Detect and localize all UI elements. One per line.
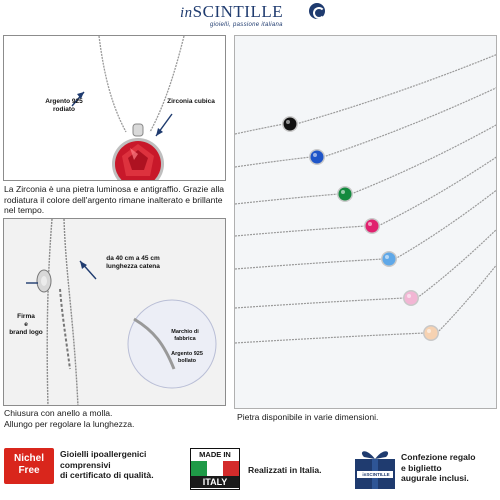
brand-tagline: gioielli, passione italiana [210,22,283,28]
chain-left-6 [235,297,406,309]
chain-right-6 [416,229,496,299]
chain-right-3 [350,124,496,195]
signature-label: Firma e brand logo [6,313,46,337]
made-in-top: MADE IN [199,450,231,459]
sizes-caption: Pietra disponibile in varie dimensioni. [237,412,379,422]
clasp-caption-line1: Chiusura con anello a molla. [4,408,113,418]
length-label: da 40 cm a 45 cm lunghezza catena [92,255,174,271]
stone-variants-panel [234,35,497,409]
chain-right-5 [394,189,496,260]
hallmark-label-line2: bollato [177,358,197,364]
chain-left-1 [235,123,285,135]
italy-flag-icon [191,461,239,476]
brand-mark-icon [309,3,325,19]
nichel-badge-line1: Nichel [13,453,44,464]
stone-gem-7 [424,326,438,340]
gift-line3: augurale inclusi. [401,473,469,483]
zircon-caption: La Zirconia è una pietra luminosa e anti… [4,184,225,215]
stone-shine-5 [385,255,389,259]
signature-label-line1: Firma [17,313,35,320]
stone-pendant-7 [235,264,496,344]
hypo-line1: Gioielli ipoallergenici [60,449,147,459]
gift-box-brand: inSCINTILLE [362,472,390,477]
zircon-label: Zirconia cubica [167,98,215,105]
stone-pendant-5 [235,189,496,270]
stone-gem-1 [283,117,297,131]
signature-label-line2: e [24,321,28,328]
trademark-label: Marchio di fabbrica [162,329,208,343]
hallmark-label: Argento 925 bollato [164,351,210,365]
stone-gem-6 [404,291,418,305]
chain-right-1 [295,54,496,125]
chain-right-4 [377,156,496,227]
brand-wordmark: SCINTILLE [192,2,284,21]
gift-line2: e biglietto [401,462,442,473]
silver-label-line2: rodiato [52,106,76,113]
stone-gem-4 [365,219,379,233]
chain-left-7 [235,332,426,344]
hypoallergenic-text: Gioielli ipoallergenici comprensivi di c… [60,449,180,481]
stone-shine-3 [341,190,345,194]
clasp-illustration [26,219,217,405]
stone-pendant-6 [235,229,496,309]
length-label-line2: lunghezza catena [106,263,160,270]
made-in-bottom: ITALY [191,476,239,488]
stone-pendant-4 [235,156,496,237]
stone-pendant-1 [235,54,496,135]
stone-gem-5 [382,252,396,266]
nichel-badge-line2: Free [18,465,40,476]
chain-left-4 [235,225,367,237]
clasp-caption-line2: Allungo per regolare la lunghezza. [4,418,135,429]
made-in-italy-text: Realizzati in Italia. [248,465,322,475]
stone-gem-2 [310,150,324,164]
nichel-free-badge: Nichel Free [4,448,54,484]
pendant-closeup-panel: Argento 925 rodiato Zirconia cubica [3,35,226,181]
chain-left-2 [235,156,312,168]
stone-shine-4 [368,222,372,226]
gift-box-icon [355,451,395,489]
signature-label-line3: brand logo [9,329,43,336]
stone-shine-7 [427,329,431,333]
brand-name: inSCINTILLE [180,2,283,22]
chain-right-2 [322,87,496,158]
trademark-label-line1: Marchio di [171,329,199,335]
brand-prefix: in [180,5,193,21]
brand-logo: inSCINTILLE gioielli, passione italiana [180,2,330,32]
stone-shine-2 [313,153,317,157]
stone-pendant-2 [235,87,496,168]
clasp-caption: Chiusura con anello a molla. Allungo per… [4,408,228,429]
stone-gem-3 [338,187,352,201]
stone-shine-1 [286,120,290,124]
stone-pendant-3 [235,124,496,205]
chain-right-7 [436,264,496,334]
gift-box-text: Confezione regalo e biglietto augurale i… [401,452,499,484]
hypo-line2: comprensivi [60,459,111,470]
chain-left-5 [235,258,384,270]
silver-label-line1: Argento 925 [45,98,83,105]
pendant-illustration [71,36,185,180]
silver-label: Argento 925 rodiato [34,98,94,114]
hypo-line3: di certificato di qualità. [60,470,154,480]
clasp-detail-panel: da 40 cm a 45 cm lunghezza catena Firma … [3,218,226,406]
hallmark-label-line1: Argento 925 [171,351,203,357]
length-label-line1: da 40 cm a 45 cm [106,255,160,262]
made-in-italy-badge: MADE IN ITALY [190,448,240,490]
trademark-label-line2: fabbrica [174,336,196,342]
gift-line1: Confezione regalo [401,452,476,462]
stone-shine-6 [407,294,411,298]
stone-variants-illustration [235,54,496,344]
chain-left-3 [235,193,340,205]
